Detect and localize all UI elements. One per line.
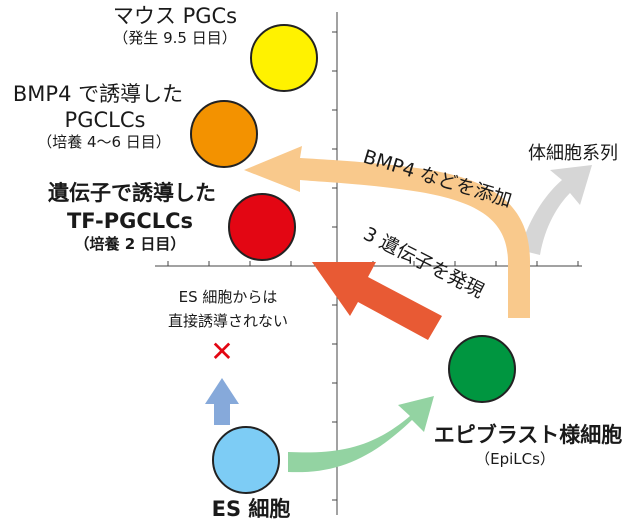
somatic-lineage-label: 体細胞系列 <box>528 143 618 164</box>
mouse-pgcs-circle <box>250 24 318 92</box>
es-cell-circle <box>212 426 280 494</box>
mouse-pgcs-title: マウス PGCs <box>112 4 238 28</box>
bmp4-arrow <box>244 146 530 318</box>
somatic-lineage-arrow <box>520 165 592 255</box>
es-note-line-1: ES 細胞からは <box>178 288 278 306</box>
tf-pgclcs-circle <box>228 193 296 261</box>
es-up-arrow <box>205 378 239 425</box>
epilcs-sub: （EpiLCs） <box>475 450 555 468</box>
epilcs-title: エピブラスト様細胞 <box>433 423 623 447</box>
es-note-line-2: 直接誘導されない <box>167 312 288 330</box>
epilcs-circle <box>448 335 516 403</box>
tf-pgclcs-title-1: 遺伝子で誘導した <box>48 181 216 205</box>
tf-pgclcs-title-2: TF-PGCLCs <box>66 209 194 233</box>
tf-pgclcs-sub: （培養 2 日目） <box>74 235 186 253</box>
bmp4-pgclcs-circle <box>190 100 258 168</box>
bmp4-pgclcs-sub: （培養 4〜6 日目） <box>37 133 171 151</box>
bmp4-pgclcs-title-1: BMP4 で誘導した <box>12 82 184 106</box>
es-cell-title: ES 細胞 <box>211 497 291 521</box>
es-to-epi-arrow <box>288 396 434 473</box>
bmp4-pgclcs-title-2: PGCLCs <box>64 108 146 132</box>
three-genes-arrow <box>312 262 442 340</box>
mouse-pgcs-sub: （発生 9.5 日目） <box>113 29 237 47</box>
cross-mark-icon: ✕ <box>210 335 234 368</box>
